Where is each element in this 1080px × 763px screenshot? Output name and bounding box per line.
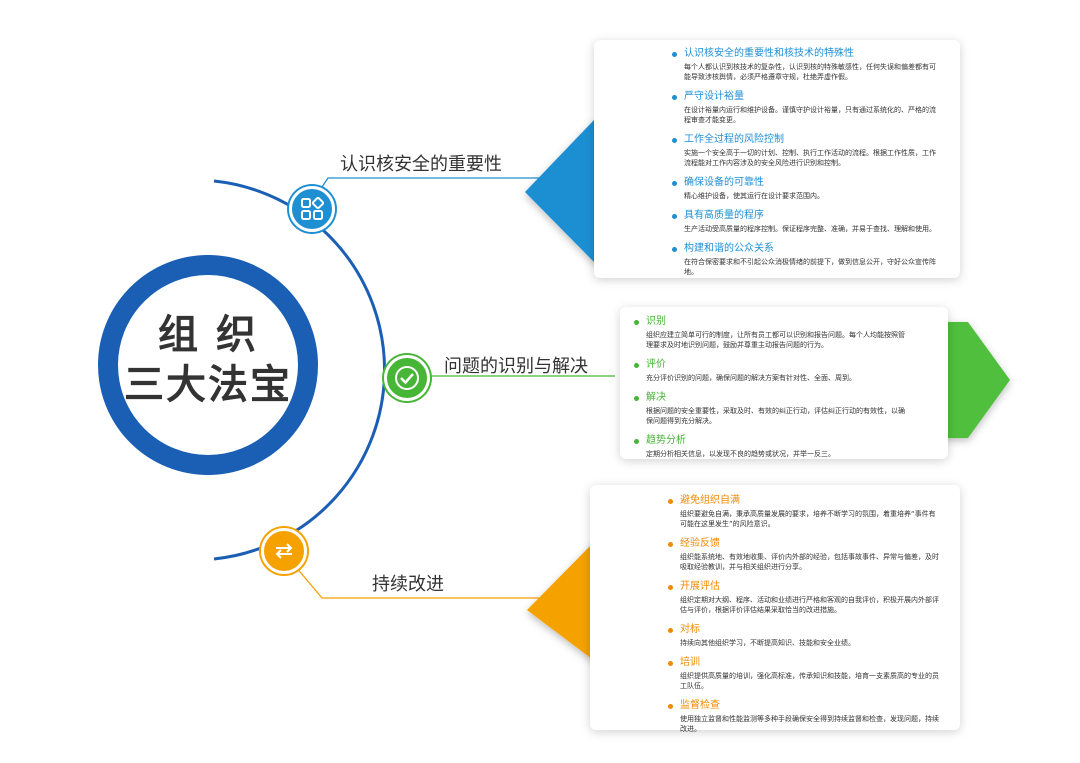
checkmark-icon xyxy=(395,366,419,390)
item-title: 监督检查 xyxy=(680,700,720,711)
branch-1-icon-circle xyxy=(289,186,335,232)
item-title: 构建和谐的公众关系 xyxy=(684,243,774,254)
bullet-dot-icon xyxy=(668,660,673,666)
list-item: 监督检查 使用独立监督和性能监测等多种手段确保安全得到持续监督和检查，发现问题，… xyxy=(668,700,942,734)
bullet-dot-icon xyxy=(672,213,677,219)
branch-1-label: 认识核安全的重要性 xyxy=(340,154,502,175)
bullet-dot-icon xyxy=(672,51,677,57)
branch-3-card: 避免组织自满 组织要避免自满，秉承高质量发展的要求，培养不断学习的氛围，着重培养… xyxy=(590,485,960,733)
item-title: 确保设备的可靠性 xyxy=(684,177,764,188)
item-text: 充分评价识别的问题，确保问题的解决方案有针对性、全面、周到。 xyxy=(646,374,856,382)
item-text: 每个人都认识到核技术的复杂性，认识到核的特殊敏感性，任何失误和偏差都有可能导致涉… xyxy=(684,63,936,81)
grid-apps-icon xyxy=(301,197,324,220)
item-text: 在设计裕量内运行和维护设备。谨慎守护设计裕量，只有通过系统化的、严格的流程审查才… xyxy=(684,106,936,124)
item-title: 培训 xyxy=(680,657,700,668)
bullet-dot-icon xyxy=(668,498,673,504)
list-item: 具有高质量的程序 生产活动受高质量的程序控制。保证程序完整、准确，并易于查找、理… xyxy=(672,210,942,234)
item-title: 识别 xyxy=(646,316,666,327)
item-title: 经验反馈 xyxy=(680,538,720,549)
list-item: 开展评估 组织定期对大纲、程序、活动和业绩进行严格和客观的自我评价，积极开展内外… xyxy=(668,581,942,615)
bullet-dot-icon xyxy=(634,395,639,401)
item-text: 组织要避免自满，秉承高质量发展的要求，培养不断学习的氛围，着重培养“事件有可能在… xyxy=(680,510,936,528)
item-title: 具有高质量的程序 xyxy=(684,210,764,221)
bullet-dot-icon xyxy=(672,94,677,100)
list-item: 工作全过程的风险控制 实施一个安全高于一切的计划、控制、执行工作活动的流程。根据… xyxy=(672,134,942,168)
item-title: 开展评估 xyxy=(680,581,720,592)
item-text: 组织提供高质量的培训，强化高标准，传承知识和技能，培育一支素质高的专业的员工队伍… xyxy=(680,672,939,690)
branch-2-card: 识别 组织应建立简单可行的制度，让所有员工都可以识别和报告问题。每个人均能按照管… xyxy=(620,307,948,459)
list-item: 避免组织自满 组织要避免自满，秉承高质量发展的要求，培养不断学习的氛围，着重培养… xyxy=(668,495,942,529)
item-text: 组织应建立简单可行的制度，让所有员工都可以识别和报告问题。每个人均能按照管理要求… xyxy=(646,331,905,349)
item-title: 解决 xyxy=(646,392,666,403)
list-item: 经验反馈 组织能系统地、有效地收集、评价内外部的经验，包括事故事件、异常与偏差，… xyxy=(668,538,942,572)
bullet-dot-icon xyxy=(672,137,677,143)
bullet-dot-icon xyxy=(634,362,639,368)
item-title: 评价 xyxy=(646,359,666,370)
center-title-line1: 组 织 xyxy=(158,312,258,358)
bullet-dot-icon xyxy=(668,703,673,709)
bullet-dot-icon xyxy=(672,180,677,186)
item-title: 趋势分析 xyxy=(646,435,686,446)
item-text: 在符合保密要求和不引起公众消极情绪的前提下，做到信息公开，守好公众宣传阵地。 xyxy=(684,258,936,276)
item-title: 严守设计裕量 xyxy=(684,91,744,102)
item-text: 定期分析相关信息，以发现不良的趋势或状况，并举一反三。 xyxy=(646,450,835,458)
bullet-dot-icon xyxy=(668,627,673,633)
item-text: 使用独立监督和性能监测等多种手段确保安全得到持续监督和检查，发现问题，持续改进。 xyxy=(680,715,939,733)
item-title: 认识核安全的重要性和核技术的特殊性 xyxy=(684,48,854,59)
branch-2-label: 问题的识别与解决 xyxy=(444,356,588,377)
list-item: 识别 组织应建立简单可行的制度，让所有员工都可以识别和报告问题。每个人均能按照管… xyxy=(634,316,908,350)
list-item: 对标 持续向其他组织学习，不断提高知识、技能和安全业绩。 xyxy=(668,624,942,648)
item-title: 对标 xyxy=(680,624,700,635)
bullet-dot-icon xyxy=(672,246,677,252)
item-text: 实施一个安全高于一切的计划、控制、执行工作活动的流程。根据工作性质，工作流程能对… xyxy=(684,149,936,167)
list-item: 构建和谐的公众关系 在符合保密要求和不引起公众消极情绪的前提下，做到信息公开，守… xyxy=(672,243,942,277)
list-item: 评价 充分评价识别的问题，确保问题的解决方案有针对性、全面、周到。 xyxy=(634,359,908,383)
list-item: 趋势分析 定期分析相关信息，以发现不良的趋势或状况，并举一反三。 xyxy=(634,435,908,459)
center-title: 组 织 三大法宝 xyxy=(118,310,298,410)
branch-3-label: 持续改进 xyxy=(372,574,444,595)
branch-3-icon-circle xyxy=(261,528,307,574)
item-text: 精心维护设备，使其运行在设计要求范围内。 xyxy=(684,192,824,200)
cycle-arrows-icon xyxy=(275,543,293,559)
item-text: 组织定期对大纲、程序、活动和业绩进行严格和客观的自我评价，积极开展内外部评估与评… xyxy=(680,596,939,614)
item-title: 避免组织自满 xyxy=(680,495,740,506)
center-ring xyxy=(98,255,318,475)
branch-2-icon-circle xyxy=(384,355,430,401)
bullet-dot-icon xyxy=(634,319,639,325)
item-text: 持续向其他组织学习，不断提高知识、技能和安全业绩。 xyxy=(680,639,855,647)
bullet-dot-icon xyxy=(634,438,639,444)
branch-1-card: 认识核安全的重要性和核技术的特殊性 每个人都认识到核技术的复杂性，认识到核的特殊… xyxy=(594,40,960,278)
bullet-dot-icon xyxy=(668,584,673,590)
item-text: 组织能系统地、有效地收集、评价内外部的经验，包括事故事件、异常与偏差，及时吸取经… xyxy=(680,553,939,571)
list-item: 认识核安全的重要性和核技术的特殊性 每个人都认识到核技术的复杂性，认识到核的特殊… xyxy=(672,48,942,82)
bullet-dot-icon xyxy=(668,541,673,547)
list-item: 严守设计裕量 在设计裕量内运行和维护设备。谨慎守护设计裕量，只有通过系统化的、严… xyxy=(672,91,942,125)
item-title: 工作全过程的风险控制 xyxy=(684,134,784,145)
connector-1 xyxy=(309,177,545,206)
item-text: 根据问题的安全重要性，采取及时、有效的纠正行动，评估纠正行动的有效性，以确保问题… xyxy=(646,407,905,425)
list-item: 培训 组织提供高质量的培训，强化高标准，传承知识和技能，培育一支素质高的专业的员… xyxy=(668,657,942,691)
list-item: 确保设备的可靠性 精心维护设备，使其运行在设计要求范围内。 xyxy=(672,177,942,201)
center-title-line2: 三大法宝 xyxy=(124,362,292,408)
list-item: 解决 根据问题的安全重要性，采取及时、有效的纠正行动，评估纠正行动的有效性，以确… xyxy=(634,392,908,426)
item-text: 生产活动受高质量的程序控制。保证程序完整、准确，并易于查找、理解和使用。 xyxy=(684,225,936,233)
